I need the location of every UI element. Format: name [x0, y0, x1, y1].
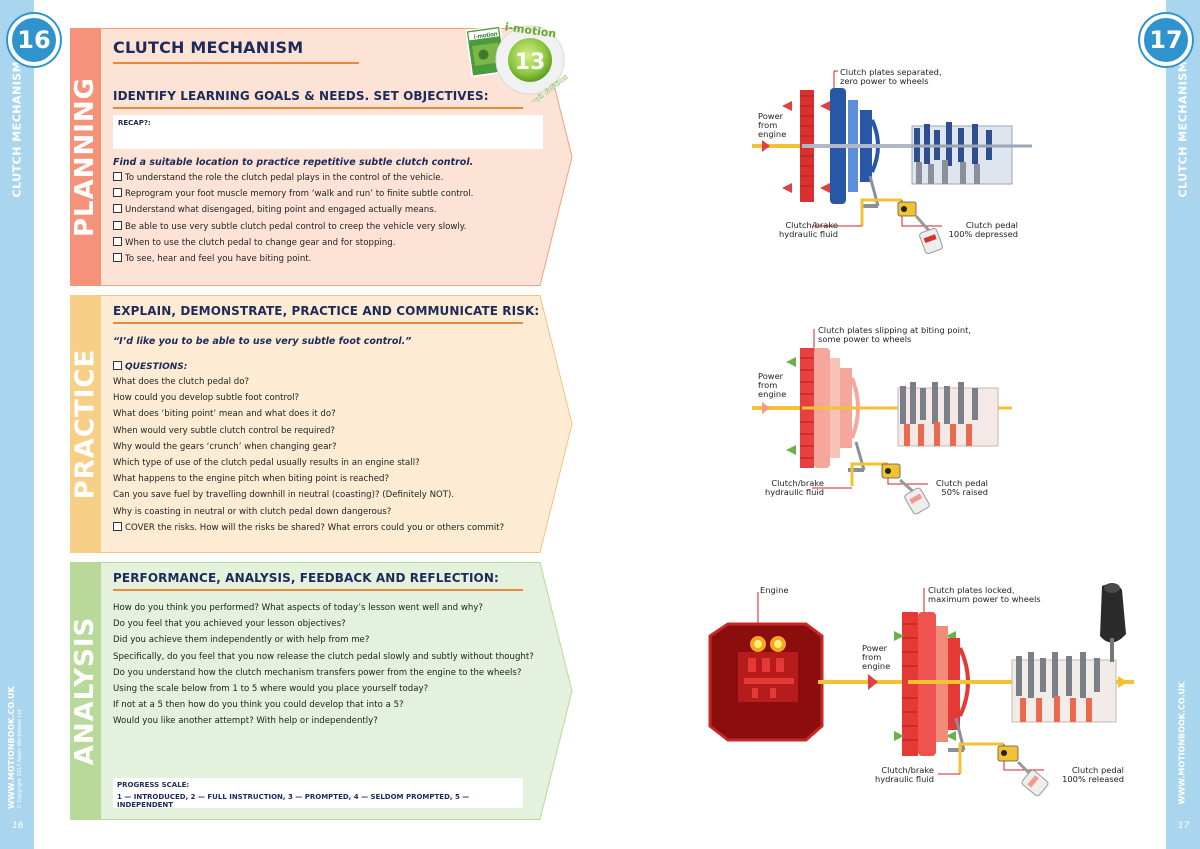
planning-label: PLANNING — [70, 76, 101, 238]
planning-arrow-shape — [70, 28, 573, 286]
planning-heading-rule — [113, 107, 523, 109]
planning-item[interactable]: To understand the role the clutch pedal … — [113, 170, 544, 186]
left-site-block: WWW.MOTIONBOOK.CO.UK © Copyright 2017 As… — [7, 673, 25, 809]
cover-risks-item[interactable]: COVER the risks. How will the risks be s… — [113, 520, 544, 536]
page-number-badge-right: 17 — [1140, 14, 1192, 66]
planning-item[interactable]: Be able to use very subtle clutch pedal … — [113, 219, 544, 235]
imotion-lesson-badge: i-motion 13 i-motion Pupil Edition — [465, 18, 570, 110]
progress-scale-text: 1 — INTRODUCED, 2 — FULL INSTRUCTION, 3 … — [117, 792, 470, 809]
reflection-item: Would you like another attempt? With hel… — [113, 716, 378, 727]
progress-scale-box: PROGRESS SCALE: 1 — INTRODUCED, 2 — FULL… — [113, 777, 523, 809]
planning-item[interactable]: Understand what disengaged, biting point… — [113, 202, 544, 218]
left-site-url[interactable]: WWW.MOTIONBOOK.CO.UK — [7, 686, 16, 809]
planning-heading: IDENTIFY LEARNING GOALS & NEEDS. SET OBJ… — [113, 89, 489, 103]
practice-heading-rule — [113, 322, 523, 324]
checkbox[interactable] — [113, 220, 122, 230]
left-footer-number: 16 — [12, 821, 24, 831]
practice-quote: “I’d like you to be able to use very sub… — [113, 336, 412, 347]
checkbox[interactable] — [113, 236, 122, 246]
question-item: Why would the gears ‘crunch’ when changi… — [113, 441, 337, 452]
page-number-badge-left: 16 — [8, 14, 60, 66]
diagram-state-label: Clutch plates slipping at biting point,s… — [818, 325, 972, 344]
checkbox[interactable] — [113, 188, 122, 198]
page-title: CLUTCH MECHANISM — [113, 38, 304, 57]
analysis-questions: How do you think you performed? What asp… — [113, 600, 544, 730]
question-item: When would very subtle clutch control be… — [113, 425, 335, 436]
right-footer-number: 17 — [1178, 821, 1190, 831]
diagram-state-label: Clutch plates locked,maximum power to wh… — [928, 585, 1041, 604]
planning-subheading: Find a suitable location to practice rep… — [113, 157, 474, 168]
planning-item[interactable]: Reprogram your foot muscle memory from ‘… — [113, 186, 544, 202]
right-site-url[interactable]: WWW.MOTIONBOOK.CO.UK — [1177, 681, 1187, 805]
progress-scale-label: PROGRESS SCALE: — [117, 780, 190, 789]
checkbox[interactable] — [113, 521, 122, 531]
analysis-label: ANALYSIS — [70, 616, 101, 766]
reflection-item: Using the scale below from 1 to 5 where … — [113, 683, 429, 694]
engine-label: Engine — [760, 585, 789, 595]
clutch-diagram-graphic — [752, 70, 1032, 255]
planning-item[interactable]: When to use the clutch pedal to change g… — [113, 235, 544, 251]
question-item: What does ‘biting point’ mean and what d… — [113, 409, 336, 420]
analysis-content: PERFORMANCE, ANALYSIS, FEEDBACK AND REFL… — [113, 571, 544, 809]
question-item: How could you develop subtle foot contro… — [113, 393, 300, 404]
left-copyright: © Copyright 2017 Aston Workshops Ltd — [17, 709, 23, 809]
reflection-item: How do you think you performed? What asp… — [113, 603, 483, 613]
reflection-item: Do you understand how the clutch mechani… — [113, 667, 522, 678]
clutch-diagram-graphic — [708, 583, 1134, 797]
question-item: Which type of use of the clutch pedal us… — [113, 457, 420, 468]
left-side-title: CLUTCH MECHANISM — [10, 60, 24, 198]
checkbox[interactable] — [113, 204, 122, 214]
clutch-diagram-graphic — [752, 329, 1012, 515]
title-underline — [113, 62, 359, 64]
checkbox[interactable] — [113, 361, 122, 370]
planning-content: CLUTCH MECHANISM IDENTIFY LEARNING GOALS… — [113, 38, 544, 267]
right-side-title: CLUTCH MECHANISM — [1176, 60, 1190, 198]
planning-section: PLANNING CLUTCH MECHANISM IDENTIFY LEARN… — [70, 28, 574, 286]
practice-section: PRACTICE EXPLAIN, DEMONSTRATE, PRACTICE … — [70, 295, 574, 553]
clutch-diagram-disengaged: Clutch plates separated,zero power to wh… — [752, 66, 1042, 262]
question-item: Can you save fuel by travelling downhill… — [113, 490, 455, 501]
reflection-item: Did you achieve them independently or wi… — [113, 635, 370, 646]
question-item: What happens to the engine pitch when bi… — [113, 474, 390, 485]
practice-heading: EXPLAIN, DEMONSTRATE, PRACTICE AND COMMU… — [113, 304, 540, 318]
lesson-number: 13 — [515, 50, 546, 75]
planning-item[interactable]: To see, hear and feel you have biting po… — [113, 251, 544, 267]
practice-questions: What does the clutch pedal do? How could… — [113, 374, 544, 536]
question-item: Why is coasting in neutral or with clutc… — [113, 506, 392, 517]
analysis-heading-rule — [113, 589, 523, 591]
reflection-item: Do you feel that you achieved your lesso… — [113, 619, 346, 630]
reflection-item: If not at a 5 then how do you think you … — [113, 700, 404, 711]
questions-header[interactable]: QUESTIONS: — [113, 361, 544, 372]
analysis-section: ANALYSIS PERFORMANCE, ANALYSIS, FEEDBACK… — [70, 562, 574, 820]
practice-arrow-shape — [70, 295, 573, 553]
clutch-diagram-engaged: Engine Clutch plates locked,maximum powe… — [698, 578, 1138, 802]
reflection-item: Specifically, do you feel that you now r… — [113, 651, 534, 662]
checkbox[interactable] — [113, 252, 122, 262]
checkbox[interactable] — [113, 172, 122, 181]
recap-label: RECAP?: — [118, 119, 151, 127]
left-side-bar: CLUTCH MECHANISM WWW.MOTIONBOOK.CO.UK © … — [0, 0, 34, 849]
recap-box[interactable]: RECAP?: — [113, 115, 543, 149]
practice-content: EXPLAIN, DEMONSTRATE, PRACTICE AND COMMU… — [113, 304, 544, 536]
analysis-arrow-shape — [70, 562, 573, 820]
planning-checklist: To understand the role the clutch pedal … — [113, 170, 544, 267]
question-item: What does the clutch pedal do? — [113, 377, 250, 387]
svg-text:i-motion: i-motion — [474, 31, 499, 40]
analysis-heading: PERFORMANCE, ANALYSIS, FEEDBACK AND REFL… — [113, 571, 499, 585]
practice-label: PRACTICE — [70, 348, 100, 500]
right-side-bar: CLUTCH MECHANISM WWW.MOTIONBOOK.CO.UK 17 — [1166, 0, 1200, 849]
clutch-diagram-biting-point: Clutch plates slipping at biting point,s… — [752, 324, 1042, 520]
diagram-state-label: Clutch plates separated,zero power to wh… — [840, 67, 942, 86]
